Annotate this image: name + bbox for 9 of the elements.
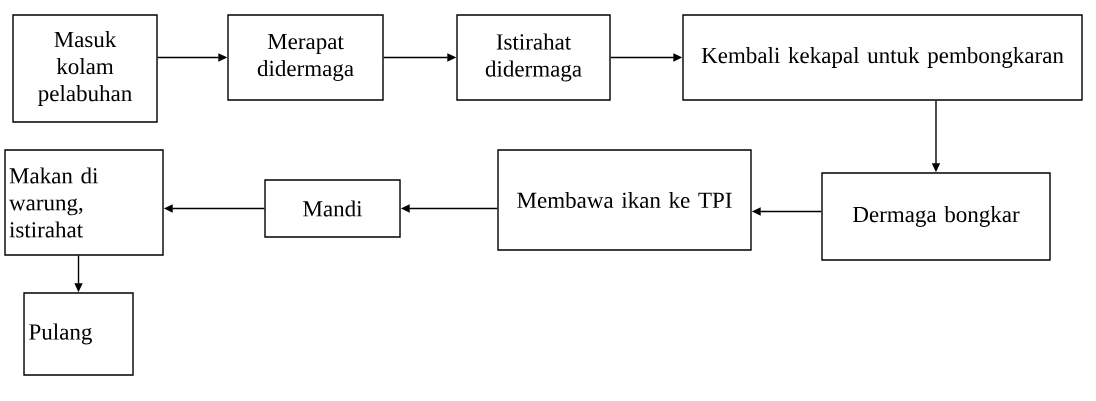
process-box: Makan di warung, istirahat (4, 149, 164, 256)
process-box: Pulang (23, 292, 134, 376)
process-box: Kembali kekapal untuk pembongkaran (682, 14, 1083, 101)
process-box: Mandi (264, 179, 401, 238)
process-box: Merapat didermaga (227, 14, 384, 101)
process-box: Istirahat didermaga (456, 14, 611, 101)
process-box: Masuk kolam pelabuhan (12, 14, 158, 123)
process-box: Dermaga bongkar (821, 172, 1051, 261)
process-box: Membawa ikan ke TPI (497, 149, 752, 251)
